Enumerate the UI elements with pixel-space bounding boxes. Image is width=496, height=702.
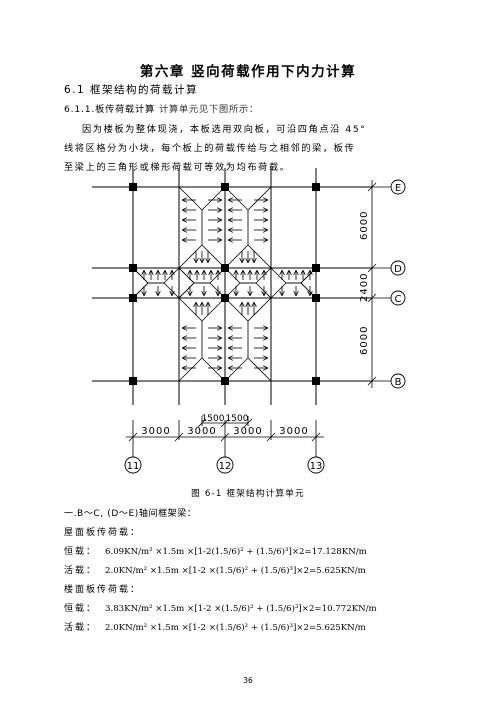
span-label-bottom-2: 3000 xyxy=(187,426,216,437)
span-label-d-c: 2400 xyxy=(359,273,370,302)
horizontal-dimension xyxy=(126,416,324,457)
axis-bubble-d: D xyxy=(390,260,406,276)
floor-dead-load-formula: 3.83KN/m² ×1.5m ×[1-2 ×(1.5/6)² + (1.5/6… xyxy=(105,604,377,614)
floor-dead-load-label: 恒载： xyxy=(64,604,98,614)
axis-bubble-c: C xyxy=(390,290,406,306)
axis-bubble-e: E xyxy=(390,179,406,195)
subsection-heading: 6.1.1.板传荷载计算计算单元见下图所示： xyxy=(64,101,259,115)
span-label-e-d: 6000 xyxy=(359,211,370,240)
small-dim-1500-left: 1500 xyxy=(202,414,225,424)
roof-load-title: 屋面板传荷载： xyxy=(64,528,142,538)
paragraph-line-2: 线将区格分为小块，每个板上的荷载传给与之相邻的梁，板传 xyxy=(64,143,356,154)
column xyxy=(312,264,320,272)
floor-live-load-label: 活载： xyxy=(64,623,98,633)
axis-bubble-12: 12 xyxy=(216,456,234,474)
span-label-bottom-1: 3000 xyxy=(141,426,170,437)
span-label-c-b: 6000 xyxy=(359,326,370,355)
svg-text:12: 12 xyxy=(219,461,232,472)
span-label-bottom-4: 3000 xyxy=(279,426,308,437)
load-arrows-lower xyxy=(183,303,267,368)
roof-dead-load-label: 恒载： xyxy=(64,547,98,557)
column xyxy=(312,377,320,385)
roof-live-load-label: 活载： xyxy=(64,566,98,576)
column xyxy=(312,294,320,302)
subsection-heading-note: 计算单元见下图所示： xyxy=(159,104,259,115)
page-number: 36 xyxy=(243,676,253,685)
paragraph-line-3: 至梁上的三角形或梯形荷载可等效为均布荷载。 xyxy=(64,162,291,173)
column xyxy=(221,294,229,302)
column xyxy=(129,377,137,385)
axis-bubble-13: 13 xyxy=(307,456,325,474)
roof-live-load-line: 活载： 2.0KN/m² ×1.5m ×[1-2 ×(1.5/6)² + (1.5… xyxy=(64,563,366,576)
column xyxy=(129,294,137,302)
floor-live-load-formula: 2.0KN/m² ×1.5m ×[1-2 ×(1.5/6)² + (1.5/6)… xyxy=(105,623,366,633)
columns xyxy=(129,183,320,385)
column xyxy=(312,183,320,191)
figure-caption: 图 6-1 框架结构计算单元 xyxy=(191,489,305,499)
svg-text:11: 11 xyxy=(127,461,140,472)
subsection-heading-title: 6.1.1.板传荷载计算 xyxy=(64,104,156,115)
chapter-title: 第六章 竖向荷载作用下内力计算 xyxy=(139,64,357,80)
grid-lines xyxy=(92,168,372,405)
svg-text:D: D xyxy=(394,264,402,275)
section-heading: 6.1 框架结构的荷载计算 xyxy=(64,84,199,96)
floor-load-title: 楼面板传荷载： xyxy=(64,585,142,595)
axis-bubble-b: B xyxy=(390,373,406,389)
small-dim-1500-right: 1500 xyxy=(226,414,249,424)
roof-live-load-formula: 2.0KN/m² ×1.5m ×[1-2 ×(1.5/6)² + (1.5/6)… xyxy=(105,566,366,576)
column xyxy=(129,264,137,272)
roof-dead-load-line: 恒载： 6.09KN/m² ×1.5m ×[1-2(1.5/6)² + (1.5/… xyxy=(64,544,367,557)
frame-beam-heading: 一.B～C, (D～E)轴间框架梁： xyxy=(64,509,197,519)
svg-text:B: B xyxy=(395,377,402,388)
vertical-dimension xyxy=(367,180,391,388)
svg-text:13: 13 xyxy=(310,461,323,472)
floor-live-load-line: 活载： 2.0KN/m² ×1.5m ×[1-2 ×(1.5/6)² + (1.5… xyxy=(64,620,366,633)
column xyxy=(129,183,137,191)
span-label-bottom-3: 3000 xyxy=(233,426,262,437)
roof-dead-load-formula: 6.09KN/m² ×1.5m ×[1-2(1.5/6)² + (1.5/6)³… xyxy=(105,547,367,557)
svg-text:C: C xyxy=(395,294,402,305)
floor-dead-load-line: 恒载： 3.83KN/m² ×1.5m ×[1-2 ×(1.5/6)² + (1.… xyxy=(64,601,377,614)
load-arrows-middle xyxy=(144,271,310,295)
column xyxy=(221,377,229,385)
column xyxy=(221,264,229,272)
column xyxy=(221,183,229,191)
paragraph-line-1: 因为楼板为整体现浇，本板选用双向板，可沿四角点沿 45° xyxy=(82,124,367,135)
svg-text:E: E xyxy=(395,183,401,194)
axis-bubble-11: 11 xyxy=(124,456,142,474)
load-arrows-upper xyxy=(183,200,267,262)
